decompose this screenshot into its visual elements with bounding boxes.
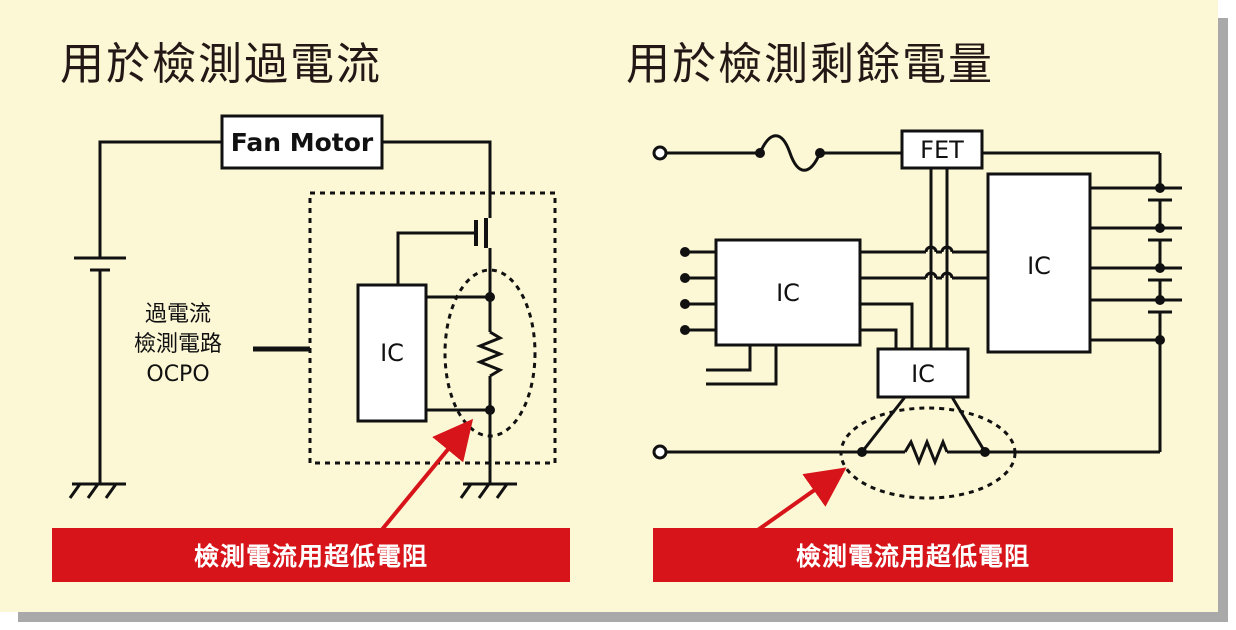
- left-fan-right-wire: [382, 140, 492, 218]
- right-ic-bottom-box: [876, 347, 970, 399]
- right-resistor: [903, 437, 949, 467]
- left-red-arrow: [378, 418, 474, 534]
- transistor-gate-wire: [396, 231, 476, 285]
- right-ic-left-label: IC: [776, 279, 800, 307]
- left-ic-label: IC: [380, 339, 404, 367]
- terminal-bottom: [652, 444, 668, 460]
- left-ic-box: [356, 283, 428, 423]
- left-resistor: [475, 330, 505, 378]
- fan-motor-box: [220, 114, 384, 170]
- left-circuit: [68, 140, 517, 499]
- ocpo-label-line-2: 檢測電路: [134, 332, 223, 357]
- right-title: 用於檢測剩餘電量: [626, 39, 994, 90]
- right-ic-right-box: [986, 172, 1092, 354]
- fet-label: FET: [920, 136, 964, 164]
- right-circuit: [665, 134, 1182, 467]
- ocpo-label: 過電流 檢測電路 OCPO: [134, 300, 222, 390]
- left-resistor-highlight: [443, 268, 537, 438]
- ocpo-label-line-3: OCPO: [146, 362, 210, 387]
- left-title: 用於檢測過電流: [60, 39, 382, 90]
- fan-motor-label: Fan Motor: [230, 127, 374, 157]
- right-resistor-highlight: [839, 406, 1017, 500]
- ocpo-dashed-box: [308, 191, 557, 465]
- right-ic-bottom-label: IC: [911, 360, 935, 388]
- right-banner: 檢測電流用超低電阻: [653, 528, 1173, 582]
- right-ic-left-box: [714, 238, 862, 347]
- fuse: [758, 134, 822, 172]
- right-ic-right-label: IC: [1027, 252, 1051, 280]
- right-red-arrow: [753, 467, 847, 534]
- ocpo-label-line-1: 過電流: [145, 302, 212, 327]
- left-node-top: [485, 292, 495, 302]
- left-node-bottom: [485, 405, 495, 415]
- left-banner: 檢測電流用超低電阻: [52, 528, 570, 582]
- fet-box: [900, 129, 984, 170]
- left-top-wire: [98, 140, 222, 258]
- terminal-top: [652, 145, 668, 161]
